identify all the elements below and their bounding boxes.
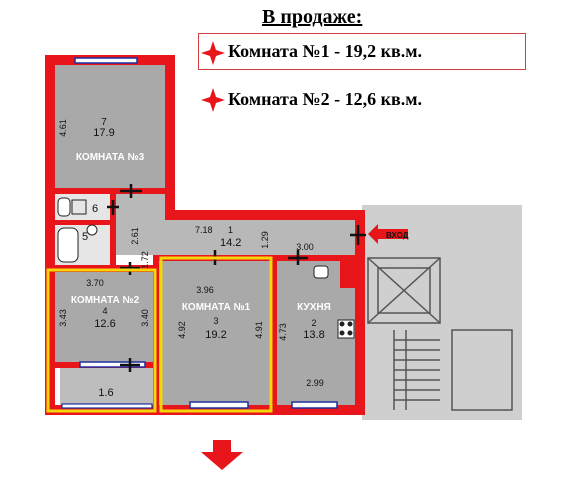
wc-number: 6 (92, 203, 98, 215)
sale-item-room2: Комната №2 - 12,6 кв.м. (228, 89, 422, 109)
room2-dim-top: 3.70 (86, 278, 104, 288)
room1-number: 3 (213, 316, 218, 326)
room1-dim-left: 4.92 (177, 321, 187, 339)
room3-number: 7 (101, 117, 107, 128)
down-arrow-icon (201, 440, 243, 470)
room1-area: 19.2 (205, 329, 226, 341)
fixtures (57, 197, 355, 339)
sale-item-box (198, 33, 526, 70)
room-fills (55, 65, 355, 405)
entrance-label: ВХОД (386, 231, 409, 240)
corridor-dim-left: 7.18 (195, 225, 213, 235)
windows (61, 57, 338, 409)
bathtub (57, 227, 79, 263)
kitchen-area: 13.8 (303, 329, 324, 341)
room2-area: 12.6 (94, 318, 115, 330)
room1-fill (159, 261, 270, 405)
room3-name: КОМНАТА №3 (76, 152, 145, 163)
page-title: В продаже: (262, 6, 363, 28)
corridor-dim-mid: 1.72 (140, 251, 150, 269)
kitchen-dim-bottom: 2.99 (306, 378, 324, 388)
kitchen-name: КУХНЯ (297, 302, 331, 313)
corridor-fill (165, 220, 355, 255)
room1-name: КОМНАТА №1 (182, 302, 251, 313)
room1-dim-top: 3.96 (196, 285, 214, 295)
room3-dim: 4.61 (58, 119, 68, 137)
balcony-fill (60, 368, 153, 405)
room3-fill (55, 65, 165, 188)
bath-dim: 2.61 (130, 227, 140, 245)
room2-name: КОМНАТА №2 (71, 295, 140, 306)
kitchen-column (340, 261, 355, 288)
sale-item-room1: Комната №1 - 19,2 кв.м. (228, 41, 422, 61)
corridor-area: 14.2 (220, 237, 241, 249)
kitchen-dim-top: 3.00 (296, 242, 314, 252)
room1-dim-right: 4.91 (254, 321, 264, 339)
room2-dim-right: 3.40 (140, 309, 150, 327)
star-icon (201, 88, 225, 112)
stairs (367, 257, 513, 411)
balcony-area: 1.6 (98, 387, 113, 399)
kitchen-dim-left: 4.73 (278, 323, 288, 341)
room3-area: 17.9 (93, 127, 114, 139)
toilet (57, 197, 71, 217)
highlights (46, 256, 273, 413)
room1-highlight (159, 256, 273, 413)
sale-list (201, 41, 225, 112)
room2-highlight (46, 268, 157, 413)
bath-number: 5 (82, 231, 88, 243)
room2-number: 4 (102, 306, 107, 316)
corridor-number: 1 (228, 225, 233, 235)
entrance-arrow-icon (368, 224, 408, 244)
sink (313, 265, 329, 279)
corridor-left-fill (116, 194, 165, 255)
room2-fill (55, 272, 153, 362)
corridor-dim-right: 1.29 (260, 231, 270, 249)
room2-dim-left: 3.43 (58, 309, 68, 327)
star-icon (201, 41, 225, 65)
kitchen-number: 2 (311, 318, 316, 328)
